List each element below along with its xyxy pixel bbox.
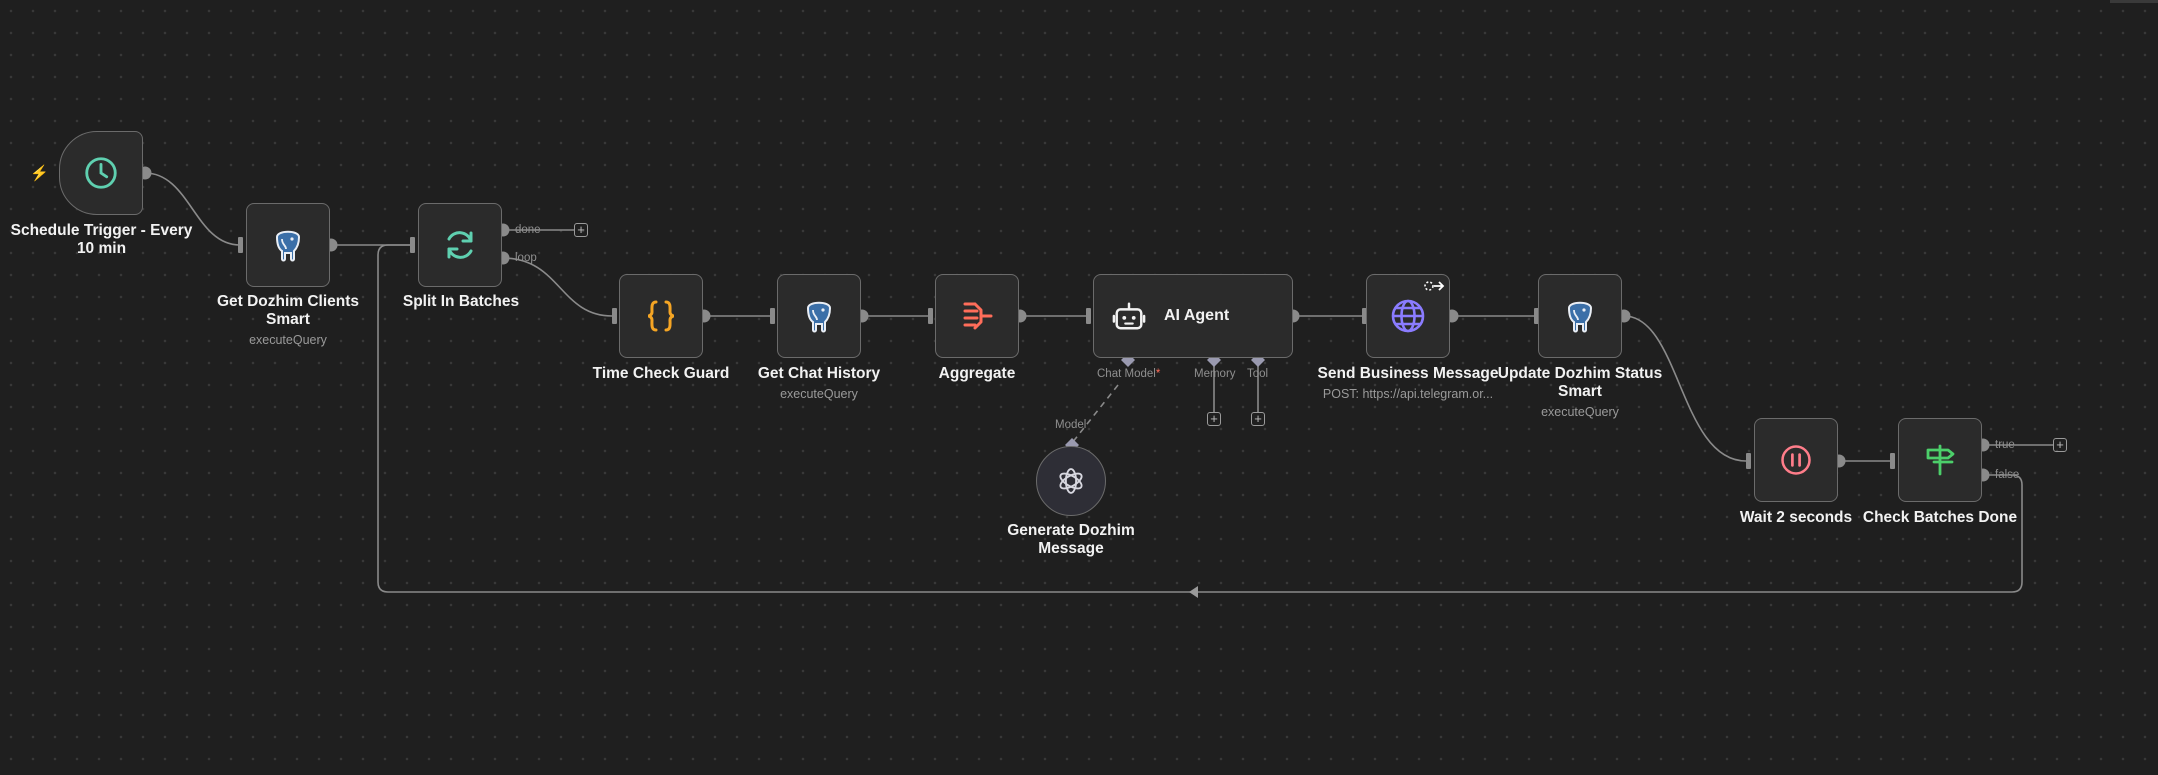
schedule-trigger-label: Schedule Trigger - Every 10 min <box>10 222 193 257</box>
get-chat-history-label: Get Chat History <box>757 365 881 382</box>
generate-dozhim-message-node[interactable] <box>1036 446 1106 516</box>
schedule-trigger-node[interactable] <box>59 131 143 215</box>
get-dozhim-clients-label: Get Dozhim Clients Smart <box>216 293 360 328</box>
edge-check-false-loop-back <box>377 244 2023 593</box>
get-chat-history-node[interactable] <box>777 274 861 358</box>
chat-model-label: Chat Model <box>1097 368 1156 380</box>
loopback-arrowhead <box>1189 586 1198 598</box>
edge-trigger-to-clients <box>144 172 241 246</box>
split-output-loop-label: loop <box>515 252 537 264</box>
generate-dozhim-message-label: Generate Dozhim Message <box>1007 522 1135 557</box>
add-tool-button[interactable]: + <box>1251 412 1265 426</box>
send-business-message-subtitle: POST: https://api.telegram.or... <box>1322 387 1494 401</box>
ai-agent-title: AI Agent <box>1164 307 1230 324</box>
refresh-arrows-icon <box>447 231 473 259</box>
time-check-guard-node[interactable] <box>619 274 703 358</box>
ai-agent-node[interactable]: AI Agent <box>1093 274 1293 358</box>
split-done-add-button[interactable]: + <box>574 223 588 237</box>
pause-icon <box>1781 445 1811 475</box>
webhook-output-icon <box>1424 281 1445 291</box>
update-dozhim-status-label: Update Dozhim Status Smart <box>1497 365 1663 400</box>
check-output-false-label: false <box>1995 469 2020 481</box>
check-batches-done-node[interactable] <box>1898 418 1982 502</box>
split-in-batches-node[interactable] <box>418 203 502 287</box>
wait-node[interactable] <box>1754 418 1838 502</box>
add-memory-button[interactable]: + <box>1207 412 1221 426</box>
model-port-label: Model <box>1055 419 1087 431</box>
postgres-elephant-icon <box>1567 301 1593 333</box>
time-check-guard-label: Time Check Guard <box>592 365 730 382</box>
send-business-message-node[interactable] <box>1366 274 1450 358</box>
split-output-done-label: done <box>515 224 541 236</box>
check-output-true-label: true <box>1995 439 2015 451</box>
get-dozhim-clients-subtitle: executeQuery <box>249 333 327 347</box>
aggregate-node[interactable] <box>935 274 1019 358</box>
check-batches-done-label: Check Batches Done <box>1862 509 2018 526</box>
signpost-icon <box>1926 444 1955 476</box>
get-dozhim-clients-node[interactable] <box>246 203 330 287</box>
postgres-elephant-icon <box>275 230 301 262</box>
aggregate-label: Aggregate <box>938 365 1016 382</box>
postgres-elephant-icon <box>806 301 832 333</box>
globe-icon <box>1391 299 1425 333</box>
clock-icon <box>85 157 117 189</box>
ai-agent-tool-port-label: Tool <box>1247 368 1269 380</box>
update-dozhim-status-node[interactable] <box>1538 274 1622 358</box>
update-dozhim-status-subtitle: executeQuery <box>1541 405 1619 419</box>
curly-braces-icon <box>647 300 675 332</box>
ai-agent-chat-model-port-label: Chat Model* <box>1097 368 1160 380</box>
required-mark: * <box>1155 368 1161 380</box>
check-true-add-button[interactable]: + <box>2053 438 2067 452</box>
edge-split-loop <box>502 257 613 317</box>
trigger-bolt-icon: ⚡ <box>30 165 49 182</box>
wait-label: Wait 2 seconds <box>1739 509 1853 526</box>
ai-agent-memory-port-label: Memory <box>1194 368 1236 380</box>
robot-icon <box>1112 302 1146 330</box>
aggregate-icon <box>963 302 993 330</box>
top-right-edge-marker <box>2110 0 2158 3</box>
edge-agent-model <box>1071 384 1119 444</box>
get-chat-history-subtitle: executeQuery <box>780 387 858 401</box>
edge-update-to-wait <box>1623 315 1747 462</box>
openai-icon <box>1059 468 1083 494</box>
split-in-batches-label: Split In Batches <box>402 293 520 310</box>
send-business-message-label: Send Business Message <box>1317 365 1499 382</box>
